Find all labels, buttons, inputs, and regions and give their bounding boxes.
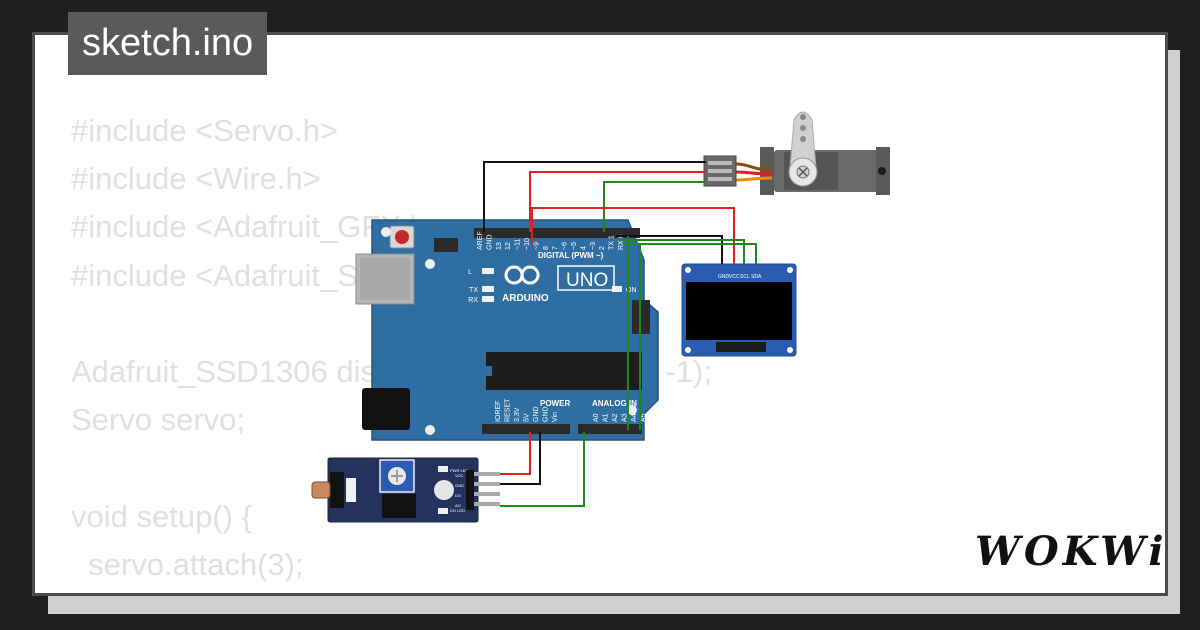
arduino-model: UNO (566, 270, 608, 291)
arduino-brand: ARDUINO (502, 293, 549, 304)
on-label: ON (626, 287, 637, 294)
pin-label: DO (455, 493, 461, 498)
pin-label: A1 (603, 413, 610, 422)
code-line: servo.attach(3); (71, 546, 304, 582)
pin-label: RESET (505, 398, 512, 422)
pin-label: A3 (622, 413, 629, 422)
pin-label: 13 (496, 242, 503, 250)
pin-label: A4 (631, 413, 638, 422)
analog-label: ANALOG IN (592, 399, 637, 408)
pin-label: ~6 (562, 242, 569, 250)
pin-label: ~9 (533, 242, 540, 250)
pin-label: AO (455, 503, 461, 508)
wokwi-logo: WOKWi (975, 528, 1168, 575)
pin-label: TX 1 (609, 235, 616, 250)
code-line: void setup() { (71, 498, 252, 534)
file-title: sketch.ino (68, 12, 268, 75)
pin-label: ~10 (524, 238, 531, 250)
pin-label: ~5 (571, 242, 578, 250)
pin-label: SCL (740, 274, 750, 280)
pin-label: GND (718, 274, 730, 280)
pin-label: GND (533, 406, 540, 422)
sensor-pin-labels: VCC GND DO AO (455, 473, 464, 508)
pin-label: 5V (524, 413, 531, 422)
power-label: POWER (540, 399, 570, 408)
pin-label: GND (486, 234, 493, 250)
code-line: Servo servo; (71, 402, 246, 438)
pin-label: 12 (505, 242, 512, 250)
pin-label: VCC (455, 473, 464, 478)
pin-label: VCC (729, 274, 740, 280)
digital-label: DIGITAL (PWM ~) (538, 251, 604, 260)
servo-motor (703, 111, 890, 195)
pin-label: A0 (593, 413, 600, 422)
wires (483, 161, 757, 507)
led-l-label: L (468, 269, 472, 276)
led-tx-label: TX (469, 287, 478, 294)
pin-label: IOREF (495, 401, 502, 422)
pin-label: Vin (552, 412, 559, 422)
pin-label: ~3 (590, 242, 597, 250)
pin-label: 4 (580, 246, 587, 250)
pin-label: GND (543, 406, 550, 422)
pin-label: GND (455, 483, 464, 488)
pin-label: SDA (751, 274, 762, 280)
pin-label: 3.3V (514, 407, 521, 422)
do-led-label: DO LED (450, 508, 465, 513)
led-rx-label: RX (468, 297, 478, 304)
pin-label: 8 (543, 246, 550, 250)
code-line: #include <Wire.h> (71, 161, 321, 197)
ldr-sensor-module: PWR LED DO LED VCC GND DO AO (311, 457, 500, 523)
pin-label: A5 (641, 413, 648, 422)
pin-label: RX 0 (618, 234, 625, 250)
arduino-uno-board: L TX RX ON DIGITAL (PWM ~) ARDUINO UNO A… (355, 219, 659, 441)
pin-label: AREF (477, 231, 484, 250)
pin-label: A2 (612, 413, 619, 422)
code-line: #include <Servo.h> (71, 113, 339, 148)
pin-label: 2 (599, 246, 606, 250)
pin-label: ~11 (515, 239, 522, 250)
pwr-led-label: PWR LED (450, 468, 468, 473)
pin-label: 7 (552, 246, 559, 250)
